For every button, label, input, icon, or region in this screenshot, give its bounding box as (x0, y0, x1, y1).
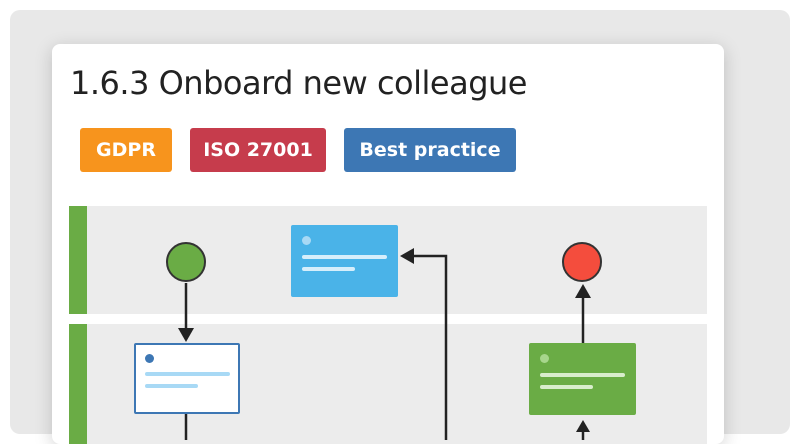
task-left-text-line-2 (145, 384, 198, 388)
task-right-text-line-1 (540, 373, 625, 377)
start-event[interactable] (166, 242, 206, 282)
task-right[interactable] (529, 343, 636, 415)
process-card: 1.6.3 Onboard new colleague GDPR ISO 270… (52, 44, 724, 444)
task-right-dot (540, 354, 549, 363)
swimlane-2-bar (69, 324, 87, 444)
task-left-dot (145, 354, 154, 363)
task-top-dot (302, 236, 311, 245)
task-top-text-line-1 (302, 255, 387, 259)
swimlane-1-bar (69, 206, 87, 314)
tag-gdpr[interactable]: GDPR (80, 128, 172, 172)
task-left[interactable] (134, 343, 240, 414)
task-right-text-line-2 (540, 385, 593, 389)
end-event[interactable] (562, 242, 602, 282)
task-left-text-line-1 (145, 372, 230, 376)
tag-iso-27001[interactable]: ISO 27001 (190, 128, 326, 172)
task-top-text-line-2 (302, 267, 355, 271)
process-title: 1.6.3 Onboard new colleague (70, 64, 527, 102)
tag-best-practice[interactable]: Best practice (344, 128, 516, 172)
task-top[interactable] (291, 225, 398, 297)
